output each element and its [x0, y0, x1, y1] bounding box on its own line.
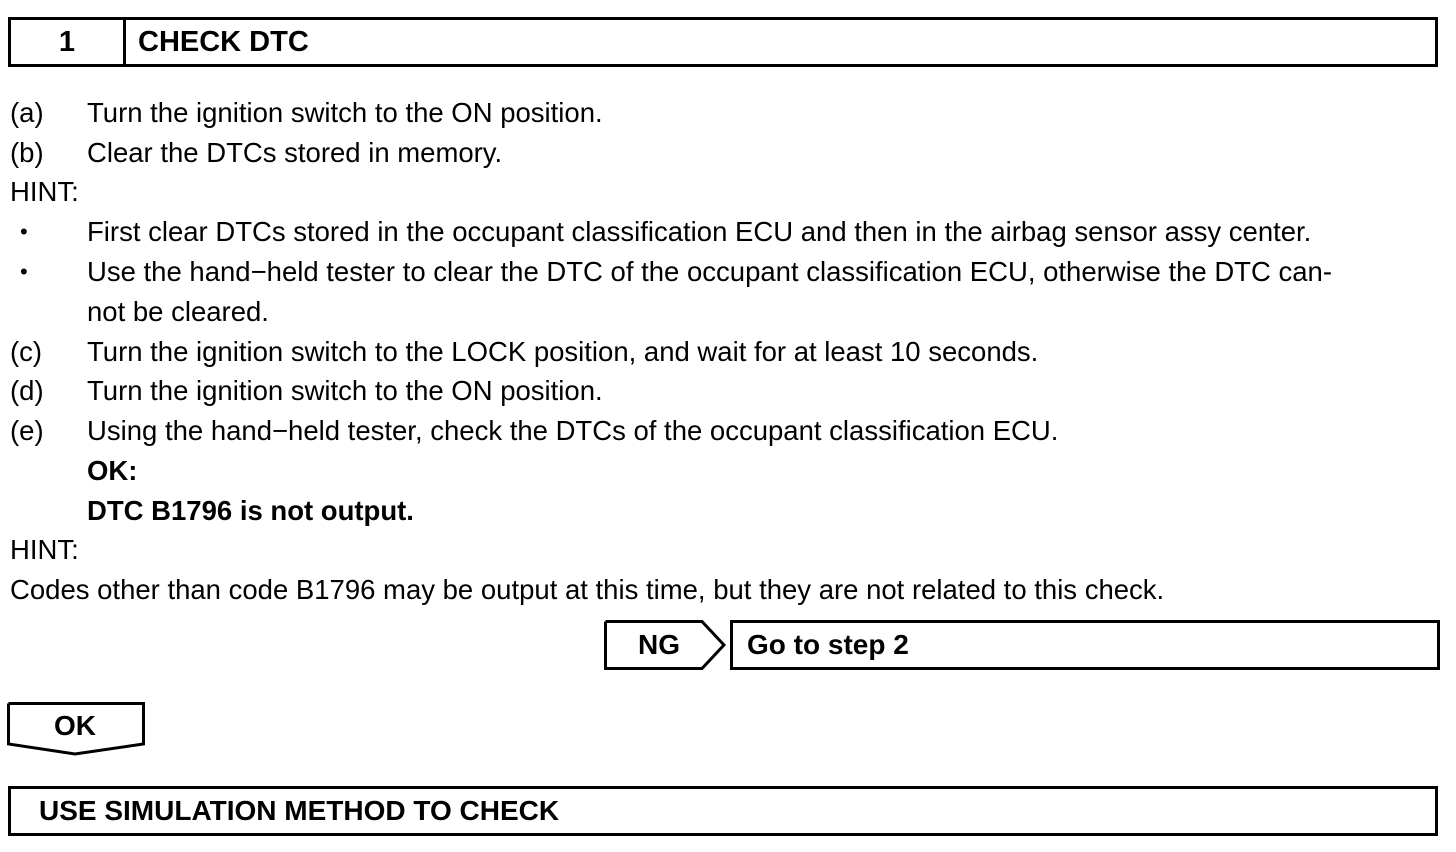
step-title: CHECK DTC [138, 25, 309, 58]
hint-bullet-1: First clear DTCs stored in the occupant … [87, 216, 1312, 247]
hint-bullet-2-line-2: not be cleared. [87, 296, 269, 327]
item-d-text: Turn the ignition switch to the ON posit… [87, 375, 603, 406]
item-a-marker: (a) [10, 97, 44, 128]
step-header: 1 CHECK DTC [8, 17, 1438, 67]
item-a-text: Turn the ignition switch to the ON posit… [87, 97, 603, 128]
ng-branch-arrow: NG [604, 620, 726, 670]
hint-label: HINT: [10, 534, 79, 565]
item-c-text: Turn the ignition switch to the LOCK pos… [87, 336, 1039, 367]
hint-text: Codes other than code B1796 may be outpu… [10, 574, 1165, 605]
item-d-marker: (d) [10, 375, 44, 406]
item-e-text: Using the hand−held tester, check the DT… [87, 415, 1059, 446]
bullet-icon: • [20, 259, 28, 284]
next-step-box: USE SIMULATION METHOD TO CHECK [8, 786, 1438, 836]
hint-bullet-2-line-1: Use the hand−held tester to clear the DT… [87, 256, 1332, 287]
arrow-down-icon [7, 702, 145, 756]
ok-branch-arrow: OK [7, 702, 145, 756]
ng-target-box: Go to step 2 [730, 620, 1440, 670]
bullet-icon: • [20, 219, 28, 244]
step-number: 1 [11, 20, 126, 64]
item-b-marker: (b) [10, 137, 44, 168]
ok-criteria-result: DTC B1796 is not output. [87, 495, 414, 526]
hint-label: HINT: [10, 176, 79, 207]
item-c-marker: (c) [10, 336, 43, 367]
ok-label: OK [54, 710, 96, 741]
arrow-right-icon [604, 620, 726, 670]
item-e-marker: (e) [10, 415, 44, 446]
item-b-text: Clear the DTCs stored in memory. [87, 137, 503, 168]
ng-label: NG [638, 629, 680, 660]
ok-criteria-label: OK: [87, 455, 138, 486]
